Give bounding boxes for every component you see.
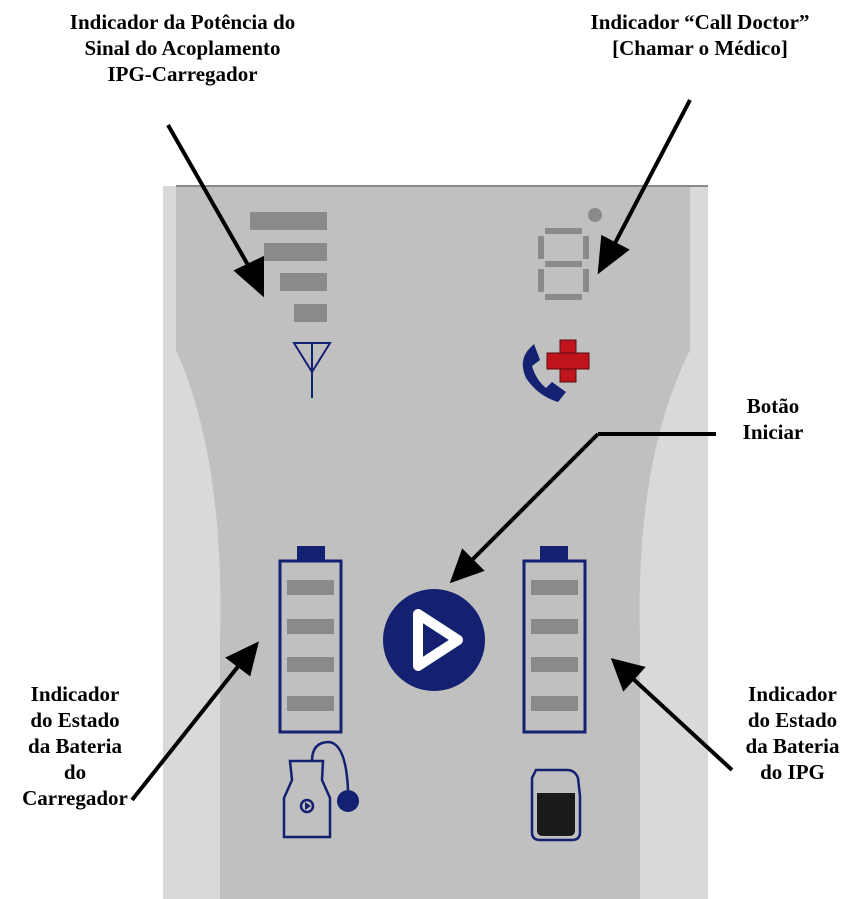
signal-bar-3 [264,243,327,261]
ipg-battery-label: Indicador do Estado da Bateria do IPG [745,682,840,784]
signal-strength-indicator [250,212,327,322]
play-icon [413,609,463,671]
start-button-label: Botão Iniciar [742,394,804,444]
arrowhead-call-doctor [597,234,630,275]
signal-bar-2 [280,273,327,291]
charger-battery-label: Indicador do Estado da Bateria do Carreg… [22,682,128,810]
arrow-start [468,432,600,564]
device-face [176,186,690,899]
ipg-battery-segment-2 [531,619,578,634]
charger-battery-segment-4 [287,696,334,711]
phone-icon [522,344,566,402]
arrow-charger [130,662,242,802]
ipg-icon [530,768,582,842]
arrowhead-ipg [610,658,646,692]
seven-segment-digit [538,208,602,300]
medical-cross-icon [546,339,590,383]
arrow-signal [166,124,254,273]
arrowhead-signal [233,255,264,298]
charger-battery-segment-3 [287,657,334,672]
signal-bar-1 [294,304,327,322]
ipg-battery-segment-4 [531,696,578,711]
signal-indicator-label: Indicador da Potência do Sinal do Acopla… [69,10,296,86]
call-doctor-indicator-label: Indicador “Call Doctor” [Chamar o Médico… [590,10,810,60]
ipg-battery-segment-3 [531,657,578,672]
charger-battery-indicator [278,546,343,734]
start-button[interactable] [383,589,485,691]
arrow-ipg [628,674,734,772]
signal-bar-4 [250,212,327,230]
arrowhead-charger [225,641,259,677]
antenna-icon [292,342,332,398]
ipg-battery-segment-1 [531,580,578,595]
ipg-battery-indicator [522,546,587,734]
callout-arrows [130,99,734,802]
charger-battery-segment-1 [287,580,334,595]
charger-battery-segment-2 [287,619,334,634]
arrowhead-start [449,548,485,584]
arrow-call-doctor [612,99,692,246]
charger-icon [282,740,359,839]
